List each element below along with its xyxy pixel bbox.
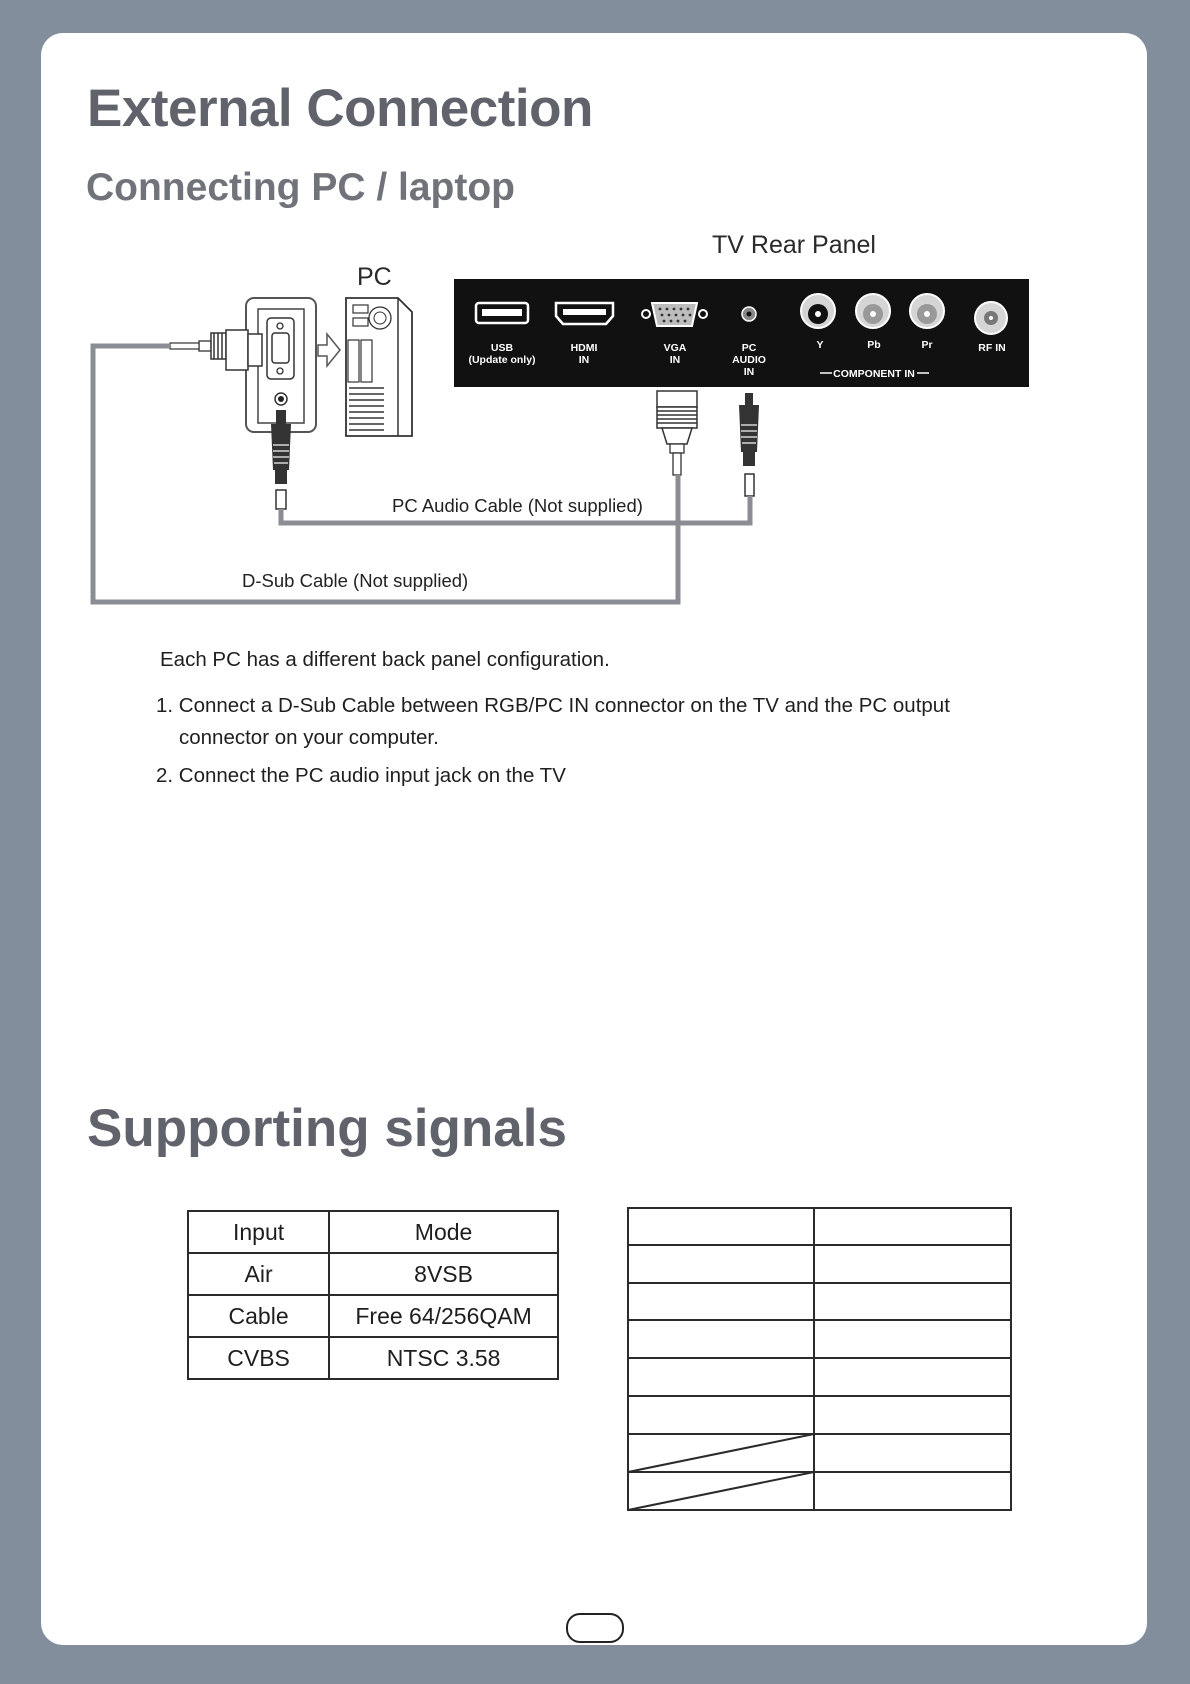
step-2: 2. Connect the PC audio input jack on th… <box>156 764 566 787</box>
cell-input: CVBS <box>186 1336 331 1380</box>
pc-audio-port <box>741 306 757 322</box>
component-in-label: COMPONENT IN <box>833 368 915 380</box>
usb-label-2: (Update only) <box>468 354 535 366</box>
pr-label: Pr <box>921 339 932 351</box>
audio-plug-tv <box>739 393 759 497</box>
vga-label-1: VGA <box>664 342 687 354</box>
pc-audio-cable <box>278 496 753 526</box>
pc-audio-label-2: AUDIO <box>732 354 766 366</box>
step-1-line-2: connector on your computer. <box>179 726 439 749</box>
pc-audio-cable-label: PC Audio Cable (Not supplied) <box>392 495 643 516</box>
zoom-arrow-icon <box>317 331 341 369</box>
header-input: Input <box>186 1210 331 1254</box>
vga-label-2: IN <box>670 354 681 366</box>
cell-mode: 8VSB <box>328 1252 559 1296</box>
cell-mode: Free 64/256QAM <box>328 1294 559 1338</box>
audio-plug-pc <box>271 410 291 510</box>
usb-port <box>474 301 530 325</box>
vga-plug-pc <box>169 329 263 371</box>
connection-diagram: TV Rear Panel USB (Update only) HDMI IN … <box>90 231 1029 605</box>
hdmi-label-1: HDMI <box>571 342 598 354</box>
pc-audio-label-3: IN <box>744 366 755 378</box>
pc-label: PC <box>357 263 392 291</box>
vga-plug-tv <box>656 390 698 476</box>
dsub-cable-label: D-Sub Cable (Not supplied) <box>242 570 468 591</box>
cell-input: Cable <box>186 1294 331 1338</box>
pc-back-panel-closeup <box>245 297 317 433</box>
table-row: Air 8VSB <box>186 1252 559 1296</box>
y-label: Y <box>816 339 823 351</box>
section-subtitle: Connecting PC / laptop <box>86 166 515 209</box>
vga-port <box>641 302 708 327</box>
component-pb-jack <box>855 293 891 329</box>
page-number-badge <box>566 1613 624 1643</box>
step-1-line-1: 1. Connect a D-Sub Cable between RGB/PC … <box>156 694 950 717</box>
table-row: CVBS NTSC 3.58 <box>186 1336 559 1380</box>
tv-rear-panel <box>454 279 1029 387</box>
page-title: External Connection <box>87 79 593 138</box>
hdmi-port <box>554 301 615 326</box>
table-header-row: Input Mode <box>186 1210 559 1254</box>
signals-table: Input Mode Air 8VSB Cable Free 64/256QAM… <box>186 1210 559 1380</box>
cell-mode: NTSC 3.58 <box>328 1336 559 1380</box>
usb-label-1: USB <box>491 342 514 354</box>
pb-label: Pb <box>867 339 880 351</box>
hdmi-label-2: IN <box>579 354 590 366</box>
table-row: Cable Free 64/256QAM <box>186 1294 559 1338</box>
tv-panel-title: TV Rear Panel <box>712 231 876 259</box>
cell-input: Air <box>186 1252 331 1296</box>
empty-grid-table <box>627 1207 1012 1511</box>
component-pr-jack <box>909 293 945 329</box>
rf-in-label: RF IN <box>978 342 1005 354</box>
header-mode: Mode <box>328 1210 559 1254</box>
intro-text: Each PC has a different back panel confi… <box>160 648 610 671</box>
section-2-title: Supporting signals <box>87 1099 567 1158</box>
pc-audio-label-1: PC <box>742 342 757 354</box>
component-y-jack <box>800 293 836 329</box>
dsub-cable <box>90 343 681 605</box>
pc-tower-icon <box>345 297 413 437</box>
rf-in-jack <box>974 301 1008 335</box>
